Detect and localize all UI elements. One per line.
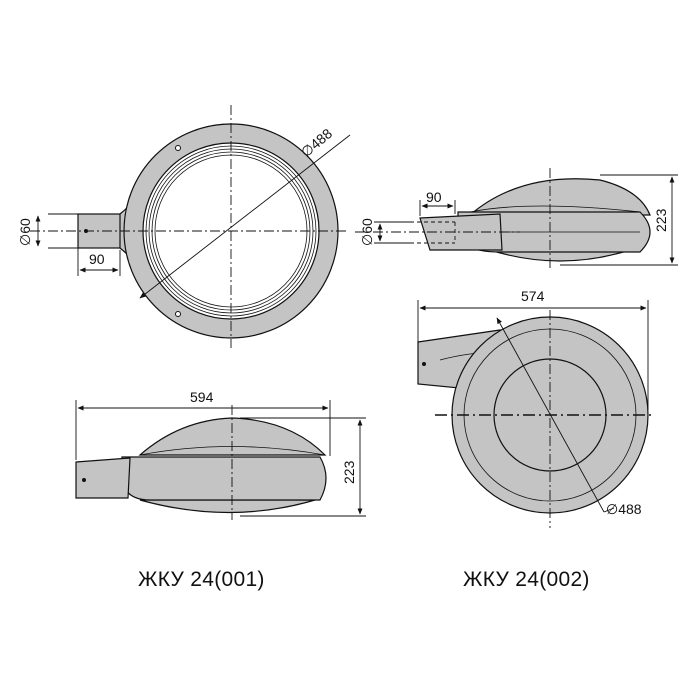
main-housing [121, 456, 327, 501]
caption-model-002: ЖКУ 24(002) [463, 568, 590, 591]
luminaire-001-top-view: ∅488 ∅60 90 [17, 105, 351, 348]
mount-length-label-002: 90 [426, 189, 442, 205]
diameter-label-001: ∅488 [298, 125, 336, 160]
luminaire-001-side-view: 594 223 [75, 389, 366, 520]
height-label-001: 223 [341, 460, 357, 484]
length-label-002: 574 [521, 288, 545, 304]
mount-diameter-label-002: ∅60 [359, 218, 375, 246]
luminaire-002-top-view: 574 ∅488 [417, 288, 655, 528]
top-dome [468, 178, 651, 216]
caption-model-001: ЖКУ 24(001) [138, 568, 265, 591]
screw-hole-top [175, 145, 181, 151]
mount-arm [419, 213, 503, 251]
mount-length-label-001: 90 [89, 251, 105, 267]
length-label-001: 594 [190, 389, 214, 405]
bottom-lens [139, 499, 316, 514]
luminaire-002-side-view: 90 223 ∅60 [355, 168, 678, 270]
mount-diameter-label-001: ∅60 [17, 218, 33, 246]
height-label-002: 223 [653, 208, 669, 232]
mount-arm [75, 457, 131, 499]
screw-hole-bottom [175, 311, 181, 317]
diameter-label-002: ∅488 [606, 501, 642, 517]
top-dome [138, 417, 327, 456]
